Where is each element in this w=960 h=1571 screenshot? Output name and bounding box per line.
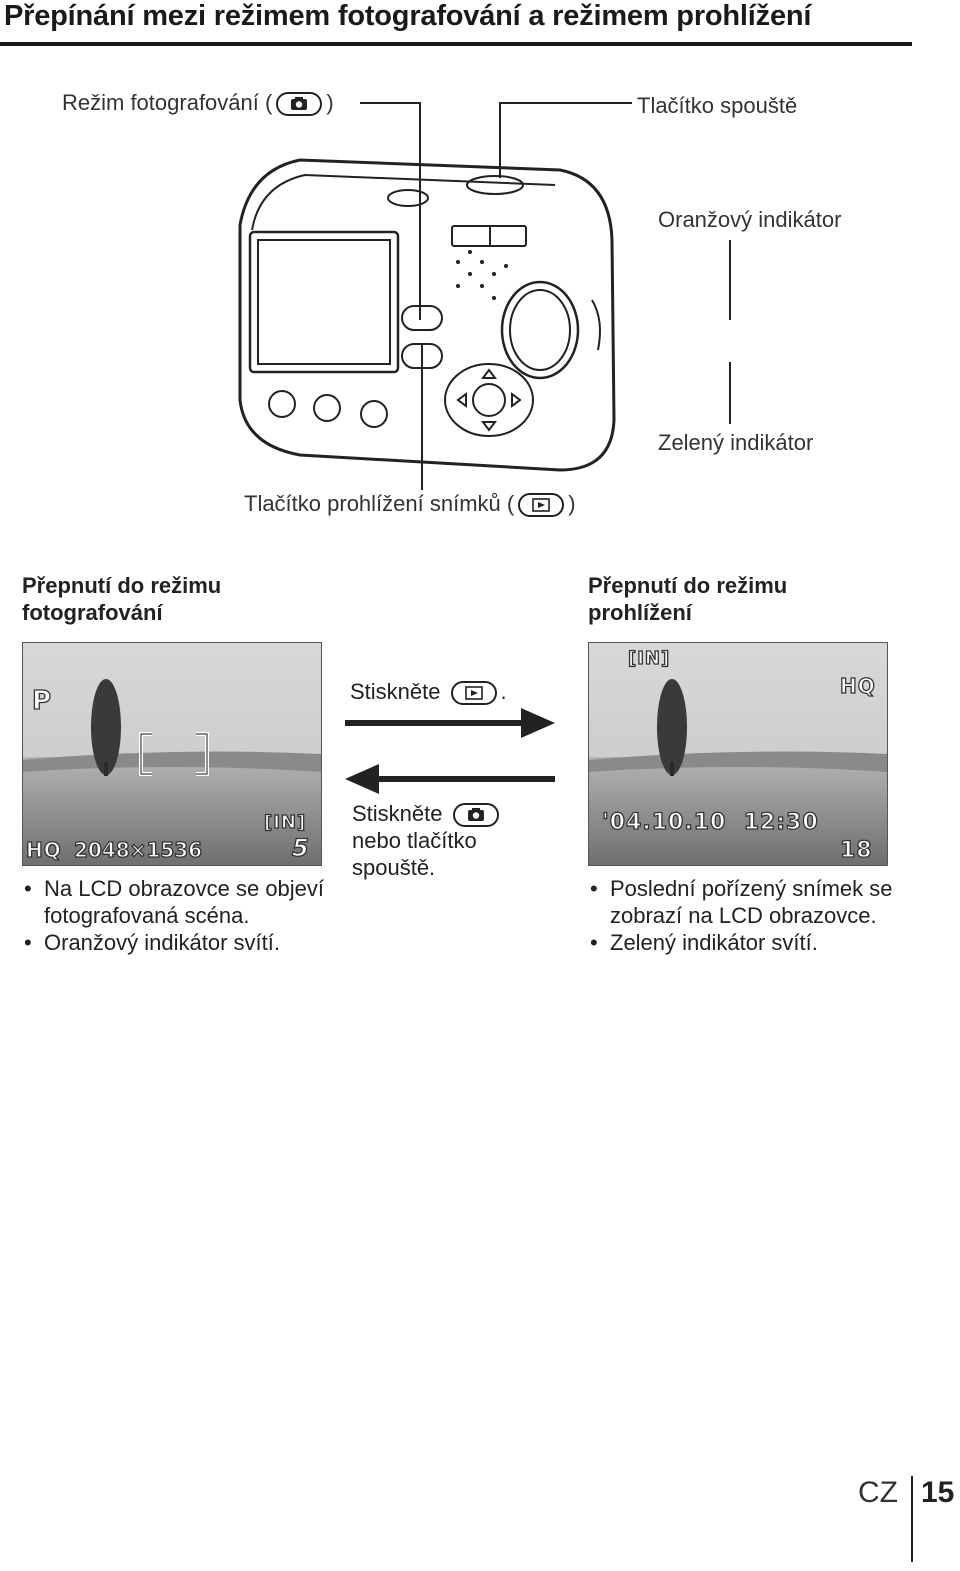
right-bullet-2: Zelený indikátor svítí. — [588, 929, 898, 956]
left-bullet-2: Oranžový indikátor svítí. — [22, 929, 342, 956]
camera-icon — [452, 803, 499, 828]
press-playback-after: . — [500, 679, 507, 704]
osd-quality: HQ — [25, 837, 62, 862]
left-bullet-list: Na LCD obrazovce se objeví fotografovaná… — [22, 875, 342, 956]
title-underline — [0, 42, 912, 46]
osd-resolution: 2048×1536 — [73, 837, 203, 862]
camera-illustration — [238, 102, 731, 490]
press-playback-instruction: Stiskněte. — [350, 678, 507, 706]
right-heading: Přepnutí do režimu prohlížení — [588, 572, 787, 626]
right-bullet-1: Poslední pořízený snímek se zobrazí na L… — [588, 875, 898, 929]
press-shoot-line3: spouště. — [352, 855, 436, 881]
press-shoot-instruction: Stiskněte nebo tlačítko spouště. — [352, 800, 503, 881]
camera-icon — [276, 92, 323, 117]
playback-icon — [450, 681, 497, 706]
right-heading-line2: prohlížení — [588, 600, 692, 625]
left-bullet-1: Na LCD obrazovce se objeví fotografovaná… — [22, 875, 342, 929]
arrow-left-icon — [345, 764, 555, 794]
osd-remaining-shots: 5 — [291, 833, 310, 862]
left-heading: Přepnutí do režimu fotografování — [22, 572, 221, 626]
press-playback-before: Stiskněte — [350, 679, 441, 704]
playback-icon — [518, 493, 565, 518]
osd-frame-number: 18 — [839, 837, 873, 863]
right-bullet-list: Poslední pořízený snímek se zobrazí na L… — [588, 875, 898, 956]
callout-orange-indicator: Oranžový indikátor — [658, 207, 842, 232]
callout-shooting-mode-before: Režim fotografování ( — [62, 90, 273, 115]
lcd-shooting-mode: P [IN] HQ 2048×1536 5 — [22, 642, 322, 866]
callout-shooting-mode-after: ) — [326, 90, 334, 115]
footer-divider — [911, 1476, 913, 1562]
callout-shutter-button: Tlačítko spouště — [637, 93, 798, 118]
press-shoot-line1: Stiskněte — [352, 800, 503, 828]
af-target-mark — [139, 732, 209, 776]
callout-shooting-mode: Režim fotografování () — [62, 90, 334, 117]
landscape-photo-playback — [588, 642, 888, 866]
left-heading-line1: Přepnutí do režimu — [22, 573, 222, 598]
left-heading-line2: fotografování — [22, 600, 163, 625]
lcd-playback-mode: [IN] HQ '04.10.10 12:30 18 — [588, 642, 888, 866]
osd-mode: P — [31, 685, 53, 716]
press-shoot-before: Stiskněte — [352, 801, 443, 826]
osd-memory-playback: [IN] — [627, 647, 671, 669]
press-shoot-line2: nebo tlačítko — [352, 828, 477, 854]
callout-playback-button-after: ) — [568, 491, 576, 516]
osd-quality-playback: HQ — [839, 673, 876, 698]
right-heading-line1: Přepnutí do režimu — [588, 573, 788, 598]
arrow-right-icon — [345, 708, 555, 738]
osd-memory: [IN] — [263, 811, 307, 833]
page-title: Přepínání mezi režimem fotografování a r… — [4, 0, 812, 32]
footer-page-number: 15 — [921, 1476, 955, 1509]
landscape-photo — [22, 642, 322, 866]
callout-green-indicator: Zelený indikátor — [658, 430, 814, 455]
callout-playback-button-before: Tlačítko prohlížení snímků ( — [244, 491, 515, 516]
footer-language-code: CZ — [858, 1476, 898, 1509]
callout-playback-button: Tlačítko prohlížení snímků () — [244, 491, 576, 518]
osd-datetime: '04.10.10 12:30 — [601, 809, 819, 835]
